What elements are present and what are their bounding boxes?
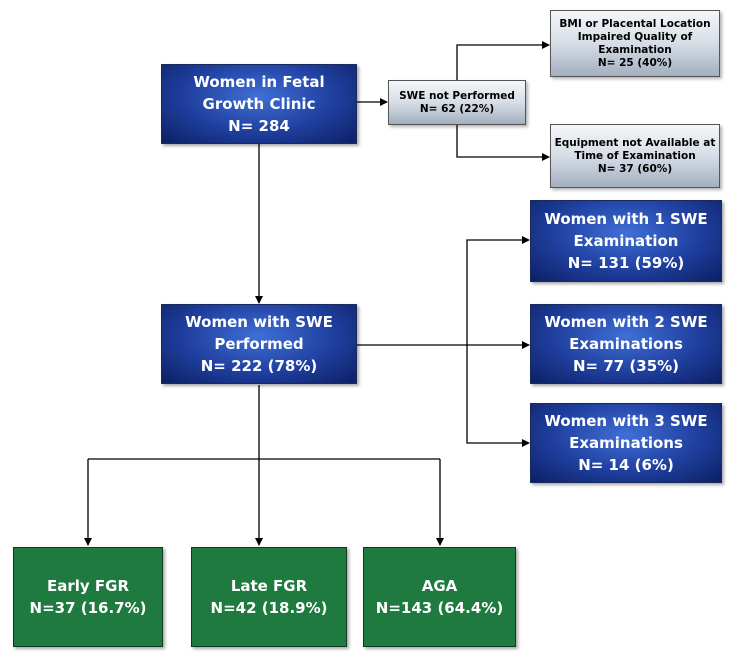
aga-count: N=143 (64.4%) bbox=[375, 599, 504, 617]
one-swe-line-2: Examination bbox=[573, 232, 679, 250]
clinic-line-1: Women in Fetal bbox=[193, 73, 325, 91]
one-swe-node: Women with 1 SWE Examination N= 131 (59%… bbox=[530, 200, 722, 282]
clinic-line-2: Growth Clinic bbox=[202, 95, 316, 113]
one-swe-line-1: Women with 1 SWE bbox=[544, 210, 708, 228]
bmi-line-3: Examination bbox=[598, 43, 672, 56]
late-fgr-count: N=42 (18.9%) bbox=[210, 599, 328, 617]
early-fgr-node: Early FGR N=37 (16.7%) bbox=[13, 547, 163, 647]
equipment-line-1: Equipment not Available at bbox=[554, 136, 716, 149]
two-swe-node: Women with 2 SWE Examinations N= 77 (35%… bbox=[530, 304, 722, 384]
bmi-node: BMI or Placental Location Impaired Quali… bbox=[550, 10, 720, 77]
equipment-node: Equipment not Available at Time of Exami… bbox=[550, 124, 720, 188]
two-swe-count: N= 77 (35%) bbox=[572, 357, 680, 375]
bmi-line-1: BMI or Placental Location bbox=[559, 17, 711, 30]
three-swe-line-2: Examinations bbox=[569, 434, 683, 452]
swe-performed-count: N= 222 (78%) bbox=[200, 357, 318, 375]
two-swe-line-2: Examinations bbox=[569, 335, 683, 353]
swe-not-performed-node: SWE not Performed N= 62 (22%) bbox=[388, 80, 526, 125]
three-swe-count: N= 14 (6%) bbox=[578, 456, 674, 474]
bmi-count: N= 25 (40%) bbox=[597, 56, 673, 69]
clinic-node: Women in Fetal Growth Clinic N= 284 bbox=[161, 64, 357, 144]
late-fgr-node: Late FGR N=42 (18.9%) bbox=[191, 547, 347, 647]
swe-performed-line-1: Women with SWE bbox=[185, 313, 333, 331]
three-swe-node: Women with 3 SWE Examinations N= 14 (6%) bbox=[530, 403, 722, 483]
early-fgr-label: Early FGR bbox=[46, 577, 130, 595]
swe-not-performed-label: SWE not Performed bbox=[399, 89, 515, 102]
swe-performed-node: Women with SWE Performed N= 222 (78%) bbox=[161, 304, 357, 384]
late-fgr-label: Late FGR bbox=[230, 577, 308, 595]
swe-performed-line-2: Performed bbox=[214, 335, 304, 353]
swe-not-performed-count: N= 62 (22%) bbox=[419, 102, 495, 115]
equipment-count: N= 37 (60%) bbox=[597, 162, 673, 175]
early-fgr-count: N=37 (16.7%) bbox=[29, 599, 147, 617]
one-swe-count: N= 131 (59%) bbox=[567, 254, 685, 272]
aga-label: AGA bbox=[421, 577, 458, 595]
bmi-line-2: Impaired Quality of bbox=[577, 30, 693, 43]
equipment-line-2: Time of Examination bbox=[574, 149, 696, 162]
aga-node: AGA N=143 (64.4%) bbox=[363, 547, 516, 647]
two-swe-line-1: Women with 2 SWE bbox=[544, 313, 708, 331]
three-swe-line-1: Women with 3 SWE bbox=[544, 412, 708, 430]
clinic-count: N= 284 bbox=[228, 117, 290, 135]
